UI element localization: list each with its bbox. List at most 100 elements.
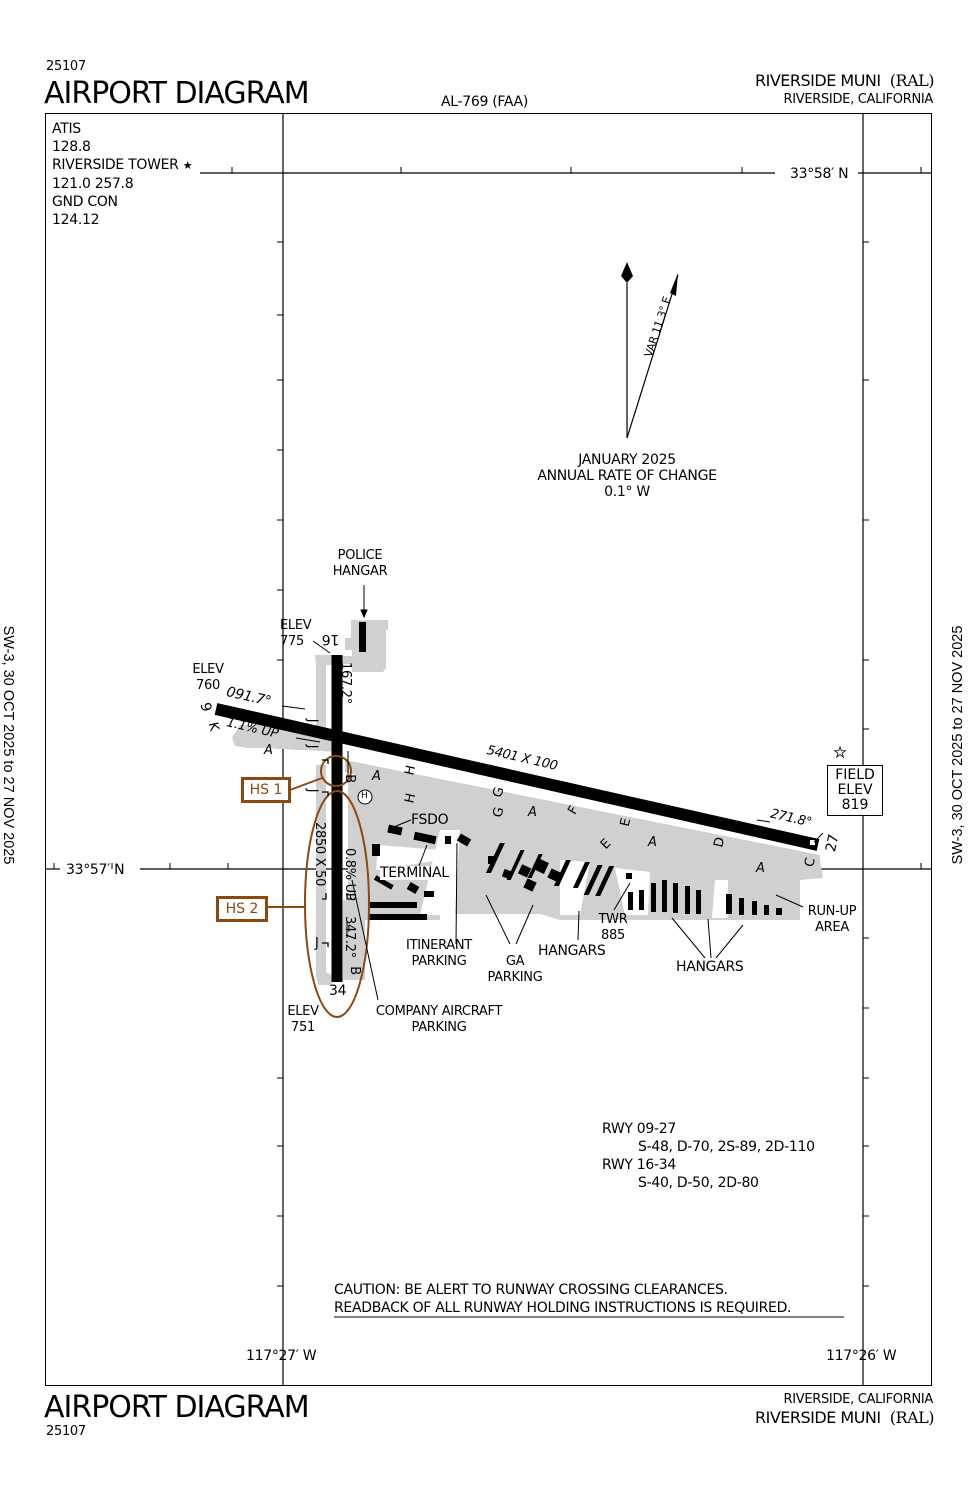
runway-09-27 — [214, 703, 820, 851]
longitude-label-left: 117°27′ W — [246, 1348, 317, 1364]
ga-parking-line1: GA — [505, 954, 525, 969]
taxiway-b-label-north: B — [341, 774, 357, 783]
footer-airport-id: (RAL) — [889, 1408, 935, 1427]
caution-line1: CAUTION: BE ALERT TO RUNWAY CROSSING CLE… — [334, 1282, 728, 1298]
runway-27-threshold-marker — [810, 840, 815, 845]
tower-label-row: RIVERSIDE TOWER ★ — [52, 156, 193, 175]
police-hangar-label-line1: POLICE — [337, 548, 383, 563]
strength-values-09-27: S-48, D-70, 2S-89, 2D-110 — [638, 1139, 815, 1155]
footer-airport: RIVERSIDE MUNI (RAL) — [755, 1408, 935, 1427]
hangars-label-1: HANGARS — [538, 943, 606, 959]
rwy16-elev-label: ELEV — [280, 618, 312, 633]
diagram-frame — [45, 113, 932, 1386]
police-hangar-apron — [345, 620, 388, 672]
fsdo-label: FSDO — [411, 812, 449, 828]
beacon-star-icon: ★ — [834, 745, 847, 761]
footer-location: RIVERSIDE, CALIFORNIA — [783, 1392, 933, 1407]
strength-rwy-16-34: RWY 16-34 — [602, 1157, 676, 1173]
magnetic-north-line — [626, 274, 679, 439]
taxiway-j-north — [315, 655, 335, 745]
hot-spot-1-leader — [289, 777, 323, 791]
company-aircraft-parking-bldg-1 — [369, 902, 417, 908]
north-arrows — [621, 262, 679, 439]
company-aircraft-parking-bldg-2 — [369, 914, 427, 920]
rwy34-elev-value: 751 — [291, 1020, 315, 1035]
buildings — [359, 622, 782, 920]
taxiway-a-parallel — [345, 760, 820, 868]
atis-frequency: 128.8 — [52, 139, 91, 155]
run-up-area-label: RUN-UP AREA — [800, 904, 864, 936]
rwy9-elev-label: ELEV — [192, 662, 224, 677]
strength-rwy-09-27: RWY 09-27 — [602, 1121, 676, 1137]
airport-name-header: RIVERSIDE MUNI (RAL) — [755, 71, 935, 90]
rwy34-elevation: ELEV 751 — [283, 1004, 323, 1036]
taxiway-j-label-2: J — [304, 744, 320, 749]
itinerant-parking-line1: ITINERANT — [406, 938, 472, 953]
company-parking-line2: PARKING — [411, 1020, 467, 1035]
chart-id: AL-769 (FAA) — [441, 94, 528, 110]
rwy34-elev-label: ELEV — [287, 1004, 319, 1019]
tower-frequency: 121.0 257.8 — [52, 176, 134, 192]
police-hangar-building — [359, 622, 366, 652]
rwy16-elev-value: 775 — [280, 634, 304, 649]
ga-parking-line2: PARKING — [487, 970, 543, 985]
heliport-icon — [357, 789, 373, 805]
magnetic-variation-note: JANUARY 2025 ANNUAL RATE OF CHANGE 0.1° … — [507, 452, 747, 500]
rwy16-elevation: ELEV 775 — [280, 618, 320, 650]
footer-airport-name: RIVERSIDE MUNI — [755, 1408, 881, 1427]
main-apron — [348, 770, 823, 920]
fsdo-building — [387, 824, 403, 836]
taxiway-a-label-5: A — [756, 861, 765, 876]
hold-short-marks — [322, 733, 352, 947]
ga-parking-label: GA PARKING — [480, 954, 550, 986]
heliport-label: H — [361, 791, 368, 801]
taxiway-a-label-4: A — [648, 835, 657, 850]
airport-id: (RAL) — [889, 71, 935, 90]
tower-label-line1: TWR — [598, 912, 628, 927]
itinerant-parking-label: ITINERANT PARKING — [397, 938, 481, 970]
rwy9-elevation: ELEV 760 — [188, 662, 228, 694]
rwy9-elev-value: 760 — [196, 678, 220, 693]
runway-16-number: 16 — [322, 631, 340, 647]
run-up-area-line2: AREA — [815, 920, 849, 935]
field-elev-line2: ELEV — [837, 782, 873, 798]
runway-34-number: 34 — [329, 983, 347, 999]
field-elev-line1: FIELD — [835, 767, 875, 783]
variation-date: JANUARY 2025 — [578, 452, 676, 468]
terminal-building — [413, 831, 437, 845]
taxiway-b-south — [343, 900, 365, 980]
magnetic-north-arrowhead-icon — [670, 273, 678, 296]
page-title: AIRPORT DIAGRAM — [44, 76, 310, 111]
caution-note: CAUTION: BE ALERT TO RUNWAY CROSSING CLE… — [334, 1281, 792, 1317]
police-hangar-label-line2: HANGAR — [332, 564, 388, 579]
taxiway-j-label-3: J — [304, 788, 320, 793]
taxiway-j-south — [316, 765, 332, 985]
taxiway-b-label-south: B — [346, 966, 362, 975]
hot-spot-2-label[interactable]: HS 2 — [216, 896, 268, 922]
taxiway-a-label-2: A — [372, 769, 381, 784]
itinerant-parking-line2: PARKING — [411, 954, 467, 969]
field-elev-value: 819 — [841, 797, 869, 813]
ground-frequency: 124.12 — [52, 212, 100, 228]
variation-rate: 0.1° W — [604, 484, 650, 500]
runway-34-gradient: 0.8% UP — [342, 848, 357, 901]
frequency-panel: ATIS 128.8 RIVERSIDE TOWER ★ 121.0 257.8… — [52, 120, 193, 229]
terminal-label: TERMINAL — [380, 865, 449, 881]
tower-label: RIVERSIDE TOWER — [52, 157, 179, 173]
hot-spot-2-ellipse — [304, 790, 370, 1018]
grid-ticks — [53, 167, 922, 1287]
procedure-number: 25107 — [46, 59, 86, 74]
strength-values-16-34: S-40, D-50, 2D-80 — [638, 1175, 759, 1191]
tower-label: TWR 885 — [592, 912, 634, 944]
taxiway-a-label-west: A — [264, 743, 273, 758]
hot-spot-1-label[interactable]: HS 1 — [241, 777, 291, 803]
hangars-label-2: HANGARS — [676, 959, 744, 975]
pavement — [232, 620, 823, 985]
caution-line2: READBACK OF ALL RUNWAY HOLDING INSTRUCTI… — [334, 1300, 792, 1316]
runway-16-heading: 167.2° — [338, 662, 353, 704]
longitude-label-right: 117°26′ W — [826, 1348, 897, 1364]
star-icon: ★ — [182, 159, 193, 172]
company-aircraft-parking-label: COMPANY AIRCRAFT PARKING — [360, 1004, 518, 1036]
runway-34-heading: 347.2° — [342, 916, 357, 958]
